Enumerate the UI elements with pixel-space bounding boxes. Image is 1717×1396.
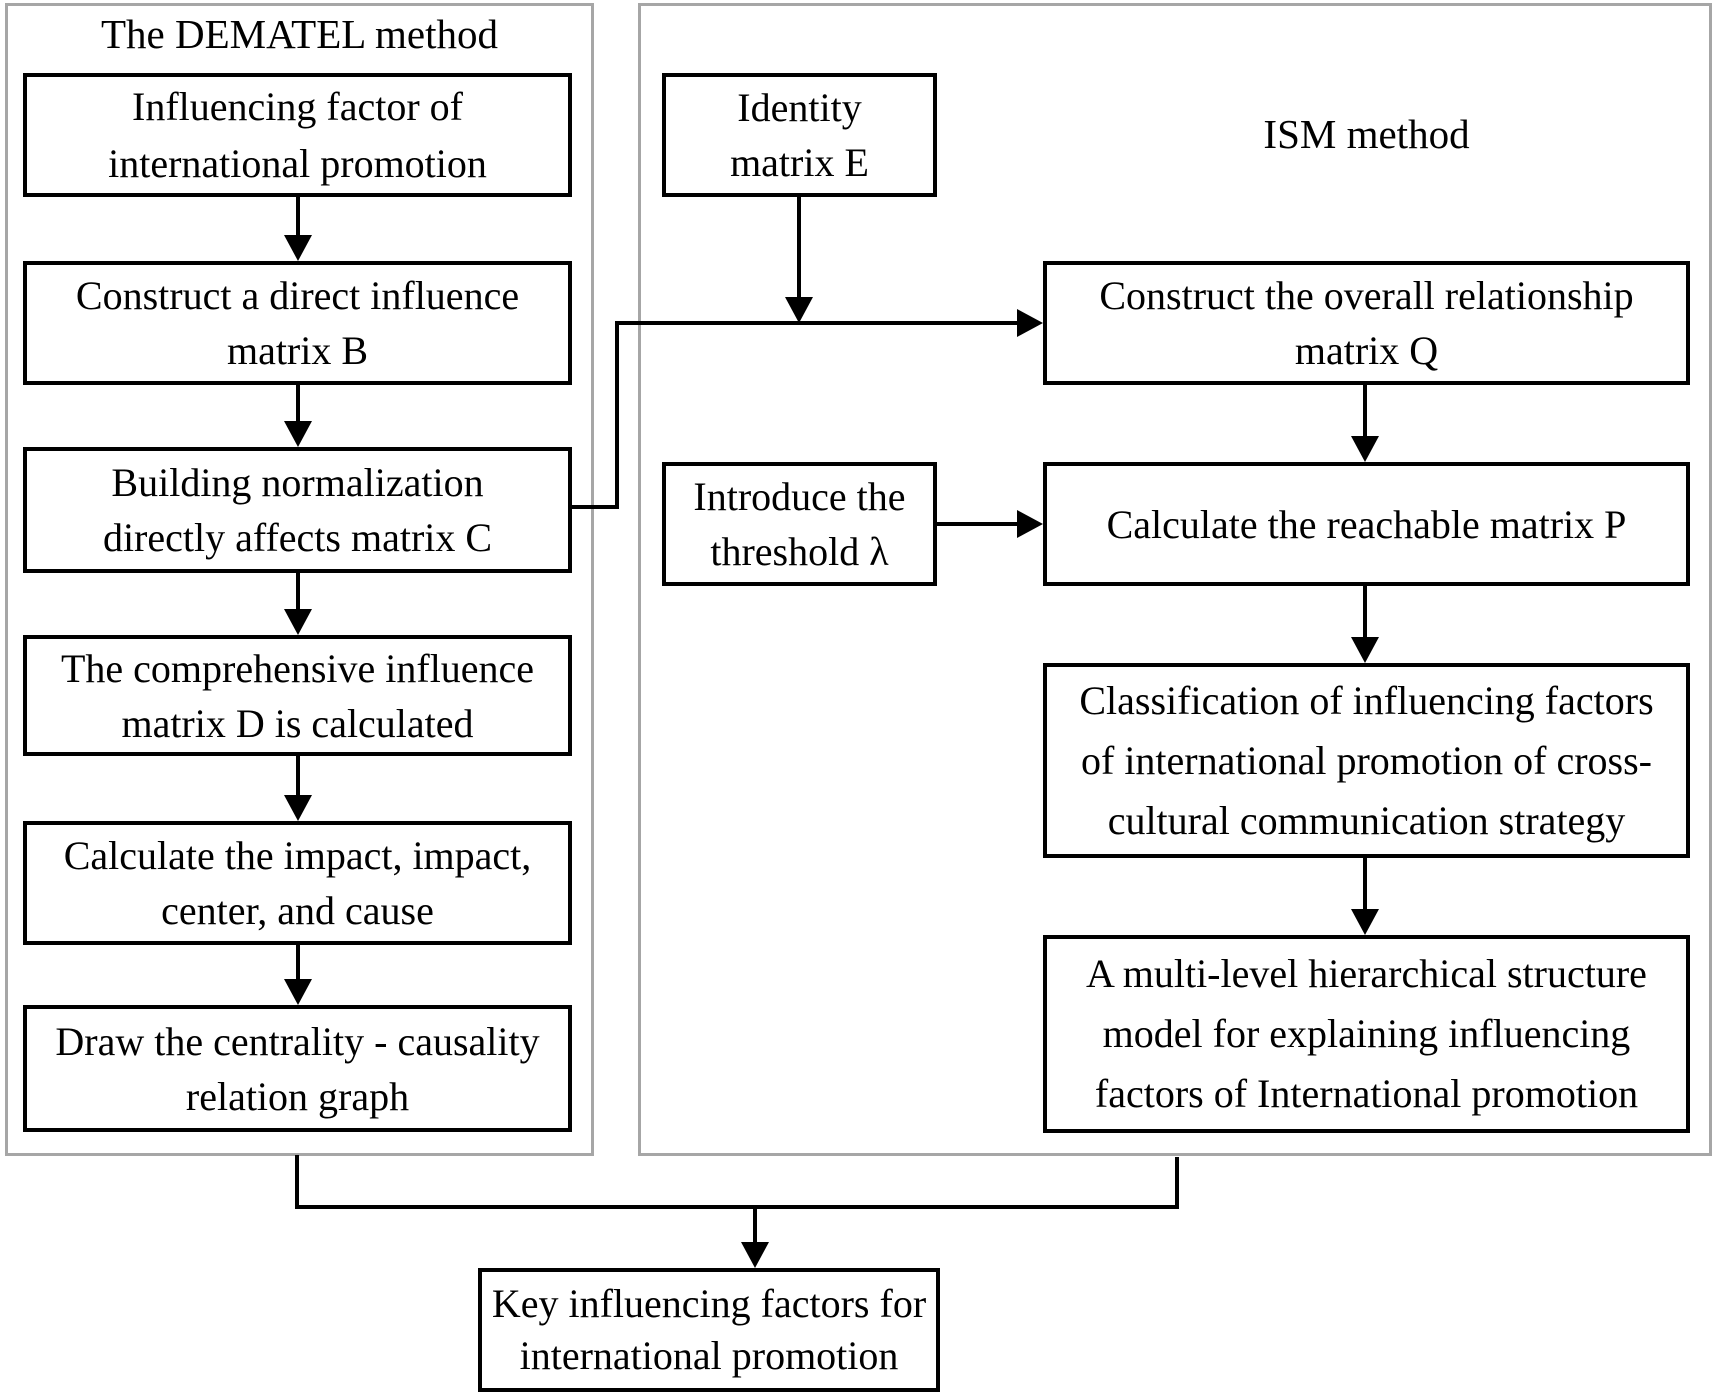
arrow-into-q-head [1017, 309, 1043, 337]
arrow-key-line [753, 1205, 757, 1248]
box-line: matrix E [730, 140, 869, 185]
box-line: Construct a direct influence [75, 273, 520, 318]
box-line: Construct the overall relationship [1099, 273, 1634, 318]
box-line: Classification of influencing factors [1079, 677, 1654, 723]
arrow-box3-box4-line [296, 573, 300, 615]
arrow-box4-box5-line [296, 756, 300, 801]
box-line: Building normalization [111, 460, 484, 505]
arrow-q-p-line [1363, 385, 1367, 442]
arrow-q-p-head [1351, 436, 1379, 462]
arrow-key-head [741, 1242, 769, 1268]
box-line: relation graph [185, 1073, 410, 1119]
box-line: international promotion [108, 141, 487, 186]
threshold-lambda-box: Introduce the threshold λ [662, 462, 937, 586]
arrow-threshold-p-head [1017, 510, 1043, 538]
multilevel-model-box: A multi-level hierarchical structure mod… [1043, 935, 1690, 1133]
box-line: international promotion [519, 1333, 899, 1378]
arrow-identity-line [797, 197, 801, 299]
box-line: center, and cause [161, 888, 434, 933]
key-factors-box: Key influencing factors for internationa… [478, 1268, 940, 1392]
box-line: Introduce the [693, 474, 906, 519]
box-line: of international promotion of cross- [1081, 737, 1652, 783]
classification-box: Classification of influencing factors of… [1043, 663, 1690, 858]
comprehensive-influence-matrix-d-box: The comprehensive influence matrix D is … [23, 635, 572, 756]
box-line: The comprehensive influence [60, 645, 535, 691]
arrow-identity-head [785, 297, 813, 323]
direct-influence-matrix-b-box: Construct a direct influence matrix B [23, 261, 572, 385]
box-line: matrix B [226, 328, 369, 373]
box-line: Influencing factor of [132, 84, 463, 129]
box-line: matrix Q [1294, 328, 1439, 373]
arrow-box5-box6-line [296, 945, 300, 985]
arrow-classification-multilevel-line [1363, 858, 1367, 915]
connector-dematel-drop-line [295, 1155, 299, 1209]
centrality-causality-graph-box: Draw the centrality - causality relation… [23, 1005, 572, 1132]
arrow-classification-multilevel-head [1351, 909, 1379, 935]
box-line: threshold λ [710, 529, 889, 574]
connector-ism-drop-line [1175, 1157, 1179, 1209]
arrow-box2-box3-line [296, 385, 300, 427]
arrow-box5-box6-head [284, 979, 312, 1005]
arrow-threshold-p-line [937, 522, 1023, 526]
connector-c-stub-line [572, 505, 619, 509]
box-line: Calculate the impact, impact, [63, 833, 532, 878]
arrow-p-classification-head [1351, 637, 1379, 663]
box-line: Key influencing factors for [491, 1281, 927, 1326]
box-line: cultural communication strategy [1107, 797, 1626, 843]
dematel-title: The DEMATEL method [100, 11, 498, 57]
box-line: Draw the centrality - causality [55, 1018, 540, 1064]
calculate-impact-center-cause-box: Calculate the impact, impact, center, an… [23, 821, 572, 945]
connector-merge-line [295, 1205, 1179, 1209]
arrow-box4-box5-head [284, 795, 312, 821]
box-line: Identity [737, 85, 862, 130]
box-line: factors of International promotion [1094, 1071, 1639, 1116]
arrow-box3-box4-head [284, 609, 312, 635]
arrow-box1-box2-head [284, 235, 312, 261]
box-line: matrix D is calculated [121, 700, 474, 746]
identity-matrix-e-box: Identity matrix E [662, 73, 937, 197]
connector-c-q-line [615, 321, 1023, 325]
box-line: model for explaining influencing [1102, 1011, 1631, 1056]
normalization-matrix-c-box: Building normalization directly affects … [23, 447, 572, 573]
connector-c-vertical-line [615, 321, 619, 509]
reachable-matrix-p-box: Calculate the reachable matrix P [1043, 462, 1690, 586]
arrow-p-classification-line [1363, 586, 1367, 643]
box-line: A multi-level hierarchical structure [1086, 951, 1647, 996]
arrow-box2-box3-head [284, 421, 312, 447]
box-line: directly affects matrix C [102, 515, 493, 560]
box-line: Calculate the reachable matrix P [1106, 501, 1627, 547]
influencing-factor-box: Influencing factor of international prom… [23, 73, 572, 197]
overall-relationship-matrix-q-box: Construct the overall relationship matri… [1043, 261, 1690, 385]
arrow-box1-box2-line [296, 197, 300, 241]
ism-title: ISM method [1263, 111, 1470, 157]
